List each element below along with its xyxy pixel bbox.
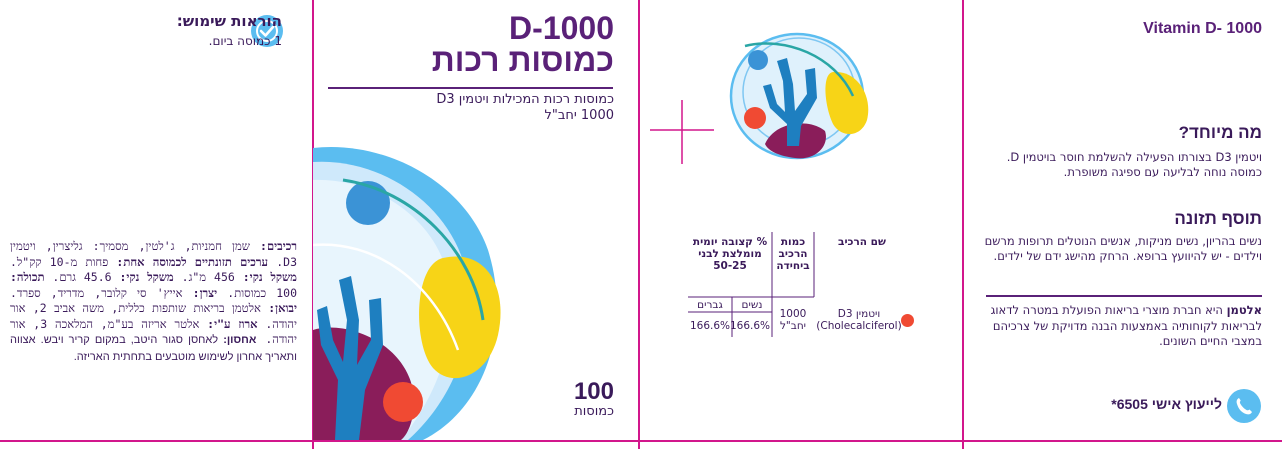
subtitle-line2: 1000 יחב"ל <box>544 108 614 123</box>
red-dot-icon <box>901 314 914 327</box>
front-count: 100 כמוסות <box>573 378 614 420</box>
table-header-women: נשים <box>741 299 763 311</box>
weight-label: משקל נקי: <box>242 270 297 284</box>
table-row-amount: 1000 יחב"ל <box>779 308 807 332</box>
circle-illustration <box>729 32 869 160</box>
table-row-name: ויטמין D3 (Cholecalciferol) <box>816 308 902 332</box>
company-description: היא חברת מוצרי בריאות הפועלת במטרה לדאוג… <box>990 303 1262 348</box>
front-illustration <box>313 147 501 440</box>
storage-label: אחסון: <box>223 334 257 346</box>
nutrition-label: ערכים תזונתיים לכמוסה אחת: <box>116 254 269 269</box>
phone-icon <box>1226 388 1262 424</box>
weight-text: 456 מ"ג. <box>173 270 243 284</box>
dieline-vertical-3 <box>962 0 964 449</box>
table-header-name: שם הרכיב <box>838 236 886 248</box>
supplement-heading: תוסף תזונה <box>1174 209 1262 228</box>
usage-text: 1 כמוסה ביום. <box>208 34 282 48</box>
packed-label: ארוז ע"י: <box>207 316 258 331</box>
table-grid <box>688 232 815 337</box>
dieline-horizontal <box>0 440 1282 442</box>
front-count-number: 100 <box>573 378 614 405</box>
nutrition-text: פחות מ-10 קק"ל. <box>10 254 117 269</box>
title-divider <box>328 87 613 89</box>
packed-text: אלטר אריזה בע"מ, המלאכה 3, אור יהודה. <box>10 316 297 347</box>
company-label: אלטמן <box>1226 303 1262 317</box>
subtitle-line1: כמוסות רכות המכילות ויטמין D3 <box>436 92 614 107</box>
dieline-vertical-1 <box>312 0 314 449</box>
right-divider <box>986 295 1262 297</box>
table-header-amount: כמות הרכיב ביחידה <box>776 236 810 272</box>
components-label: רכיבים: <box>260 239 297 253</box>
product-subtitle: כמוסות רכות המכילות ויטמין D3 1000 יחב"ל <box>436 92 614 124</box>
table-header-men: גברים <box>697 299 723 311</box>
importer-label: יבואן: <box>268 301 297 315</box>
check-badge-icon <box>250 14 284 48</box>
contents-label: תכולה: <box>10 270 45 284</box>
maker-label: יצרן: <box>192 285 218 300</box>
usage-heading: הוראות שימוש: <box>176 12 282 30</box>
consult-text: לייעוץ אישי 6505* <box>1111 396 1222 412</box>
maker-text: אייץ' סי קלובר, מדריד, ספרד. <box>10 285 193 300</box>
storage-text: לאחסן סגור היטב, במקום קריר ויבש. אצווה … <box>10 334 297 363</box>
company-text: אלטמן היא חברת מוצרי בריאות הפועלת במטרה… <box>972 303 1262 350</box>
product-title-line2: כמוסות רכות <box>431 42 614 78</box>
product-title: D-1000 כמוסות רכות <box>432 12 614 76</box>
components-text: שמן חמניות, ג'לטין, מסמיך: גליצרין, ויטמ… <box>10 239 297 269</box>
table-row-men: 166.6% <box>689 320 730 332</box>
contents-text: 100 כמוסות. <box>217 285 297 300</box>
front-count-label: כמוסות <box>574 404 614 419</box>
registration-cross-icon <box>650 100 714 164</box>
table-header-percent: % קצובה יומית מומלצת לבני 50-25 <box>692 236 768 272</box>
weight2-label: משקל נקי: <box>119 270 174 284</box>
table-row-women: 166.6% <box>729 320 770 332</box>
special-heading: מה מיוחד? <box>1178 123 1262 142</box>
supplement-text: נשים בהריון, נשים מניקות, אנשים הנוטלים … <box>984 234 1262 263</box>
dieline-vertical-2 <box>638 0 640 449</box>
weight2-text: 45.6 גרם. <box>44 270 120 284</box>
special-text: ויטמין D3 בצורתו הפעילה להשלמת חוסר בויט… <box>1006 150 1262 179</box>
product-title-line1: D-1000 <box>509 10 614 46</box>
ingredients-block: רכיבים: שמן חמניות, ג'לטין, מסמיך: גליצר… <box>10 239 297 365</box>
importer-text: אלטמן בריאות שותפות כללית, משה אביב 2, א… <box>10 301 298 331</box>
brand-title: Vitamin D- 1000 <box>1143 20 1262 37</box>
